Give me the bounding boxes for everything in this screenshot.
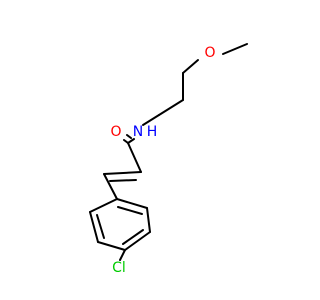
amide-hydrogen-label: H: [147, 124, 158, 140]
bond-n-carbonyl: [127, 138, 135, 144]
ring-bond-1: [116, 198, 148, 209]
ring-bond-3: [124, 231, 151, 251]
ring-bond-6: [89, 198, 118, 213]
molecule-canvas: O O N H Cl: [89, 43, 248, 276]
amide-nitrogen-label: N: [133, 124, 143, 140]
bond-vinyl-aryl: [103, 173, 118, 200]
carbonyl-oxygen-label: O: [110, 124, 121, 140]
bond-methyl-o: [222, 43, 248, 55]
ring-bond-2: [146, 207, 151, 233]
chlorine-label: Cl: [112, 260, 126, 276]
ring-bond-4: [97, 241, 126, 251]
bond-ch2-n: [142, 114, 160, 126]
bond-carbonyl-alpha: [127, 142, 142, 173]
bond-o-ch2: [182, 59, 199, 74]
ring-bond-3-inner: [122, 229, 144, 245]
ring-bond-5-inner: [96, 214, 105, 239]
bond-alkene-2: [109, 179, 137, 182]
bond-alkene-1: [103, 171, 142, 175]
ring-bond-1-inner: [117, 206, 143, 215]
ring-bond-5: [89, 211, 99, 243]
bond-chain-2: [158, 99, 184, 116]
methoxy-oxygen-label: O: [204, 45, 215, 61]
bond-carbonyl-o-2: [126, 134, 132, 139]
bond-ring-cl: [119, 249, 126, 261]
structure-diagram: O O N H Cl: [89, 43, 248, 276]
